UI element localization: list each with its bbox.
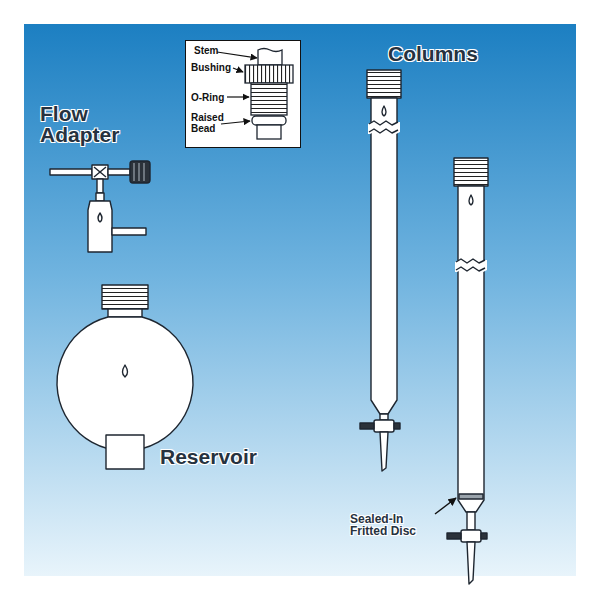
part-title: Reservoir [160, 446, 280, 467]
part-label: O-Ring [191, 93, 241, 104]
column-fritted [447, 158, 488, 584]
flow-adapter [50, 161, 150, 252]
part-label: Bushing [191, 63, 241, 74]
leader-line [217, 52, 257, 58]
leader-line [233, 68, 243, 72]
reservoir [57, 285, 193, 469]
column-stopcock [360, 70, 401, 471]
leader-line [221, 121, 250, 124]
part-title: Flow Adapter [40, 103, 126, 145]
part-label: Stem [194, 46, 244, 57]
leader-line [435, 498, 456, 514]
part-label: Raised Bead [191, 113, 231, 134]
callout-label: Sealed-In Fritted Disc [350, 513, 432, 537]
leader-line [227, 96, 249, 97]
background-panel [24, 24, 576, 576]
inset-box: StemBushingO-RingRaised Bead [185, 40, 301, 148]
part-title: Columns [388, 43, 508, 64]
